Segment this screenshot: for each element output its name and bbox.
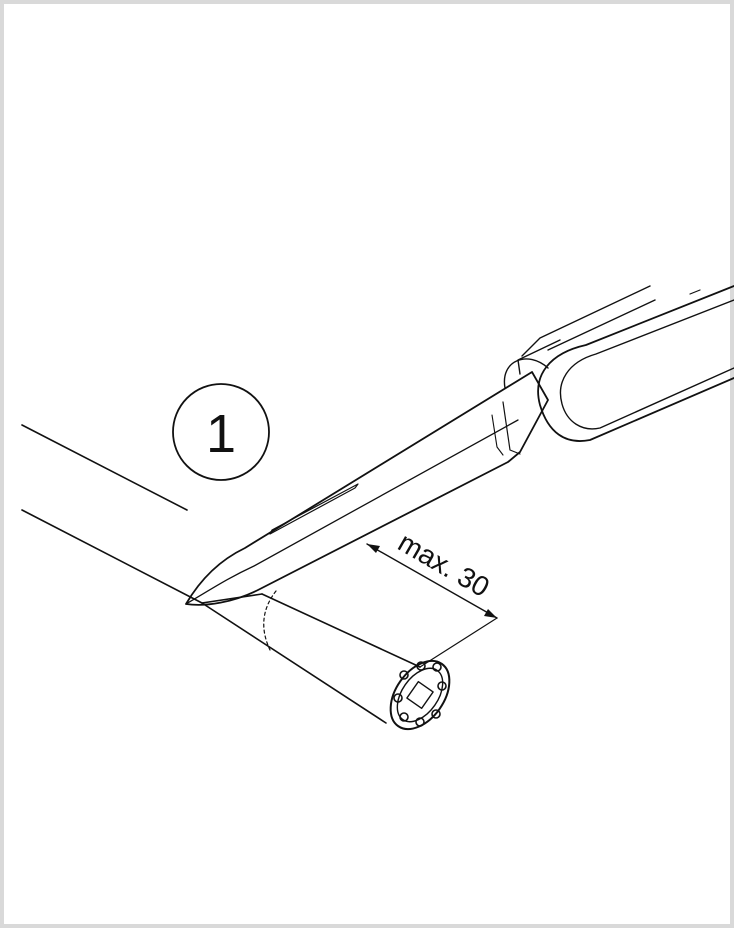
knife-blade (185, 371, 549, 606)
dimension-label: max. 30 (393, 526, 495, 603)
work-surface (21, 424, 203, 604)
cable (201, 590, 451, 731)
dimension-line: max. 30 (366, 526, 498, 668)
step-marker: 1 (172, 383, 270, 481)
step-number: 1 (206, 404, 236, 464)
knife-handle (503, 285, 734, 442)
